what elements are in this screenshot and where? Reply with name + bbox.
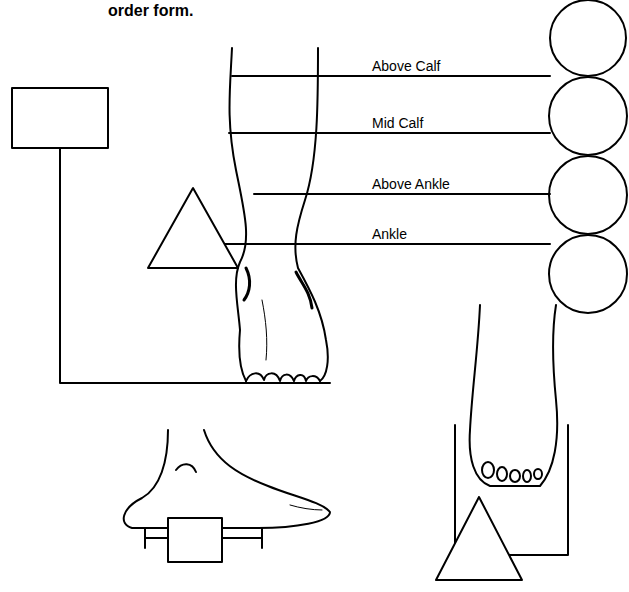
ankle-mark — [296, 272, 312, 308]
measure-circle — [549, 156, 627, 234]
leader-line — [232, 75, 550, 77]
toe — [497, 467, 507, 481]
leg-outline — [295, 48, 327, 381]
ankle-mark — [244, 268, 250, 300]
leg-outline — [230, 48, 247, 381]
leader-line — [229, 132, 550, 134]
toe — [510, 470, 520, 482]
measure-circle — [549, 235, 627, 313]
height-box — [12, 88, 108, 148]
length-tick — [261, 528, 263, 548]
tendon-mark — [262, 300, 267, 360]
toes — [246, 373, 320, 381]
measure-label: Above Calf — [372, 58, 440, 74]
ankle-mark — [176, 464, 196, 472]
triangle-mark — [436, 497, 522, 580]
floor-line — [60, 148, 330, 383]
form-heading: order form. — [108, 2, 193, 20]
leader-line — [225, 243, 550, 245]
measure-label: Mid Calf — [372, 115, 423, 131]
toe — [523, 470, 531, 482]
measure-label: Ankle — [372, 226, 407, 242]
length-tick — [144, 528, 146, 548]
top-foot — [470, 305, 558, 486]
measure-label: Above Ankle — [372, 176, 450, 192]
side-foot — [124, 430, 330, 528]
toe — [534, 469, 542, 479]
measure-circle — [549, 77, 627, 155]
toe — [482, 462, 494, 478]
toe-mark — [290, 505, 322, 510]
leader-line — [254, 193, 550, 195]
length-box — [168, 518, 222, 562]
triangle-mark — [148, 188, 238, 268]
measure-circle — [550, 0, 626, 76]
